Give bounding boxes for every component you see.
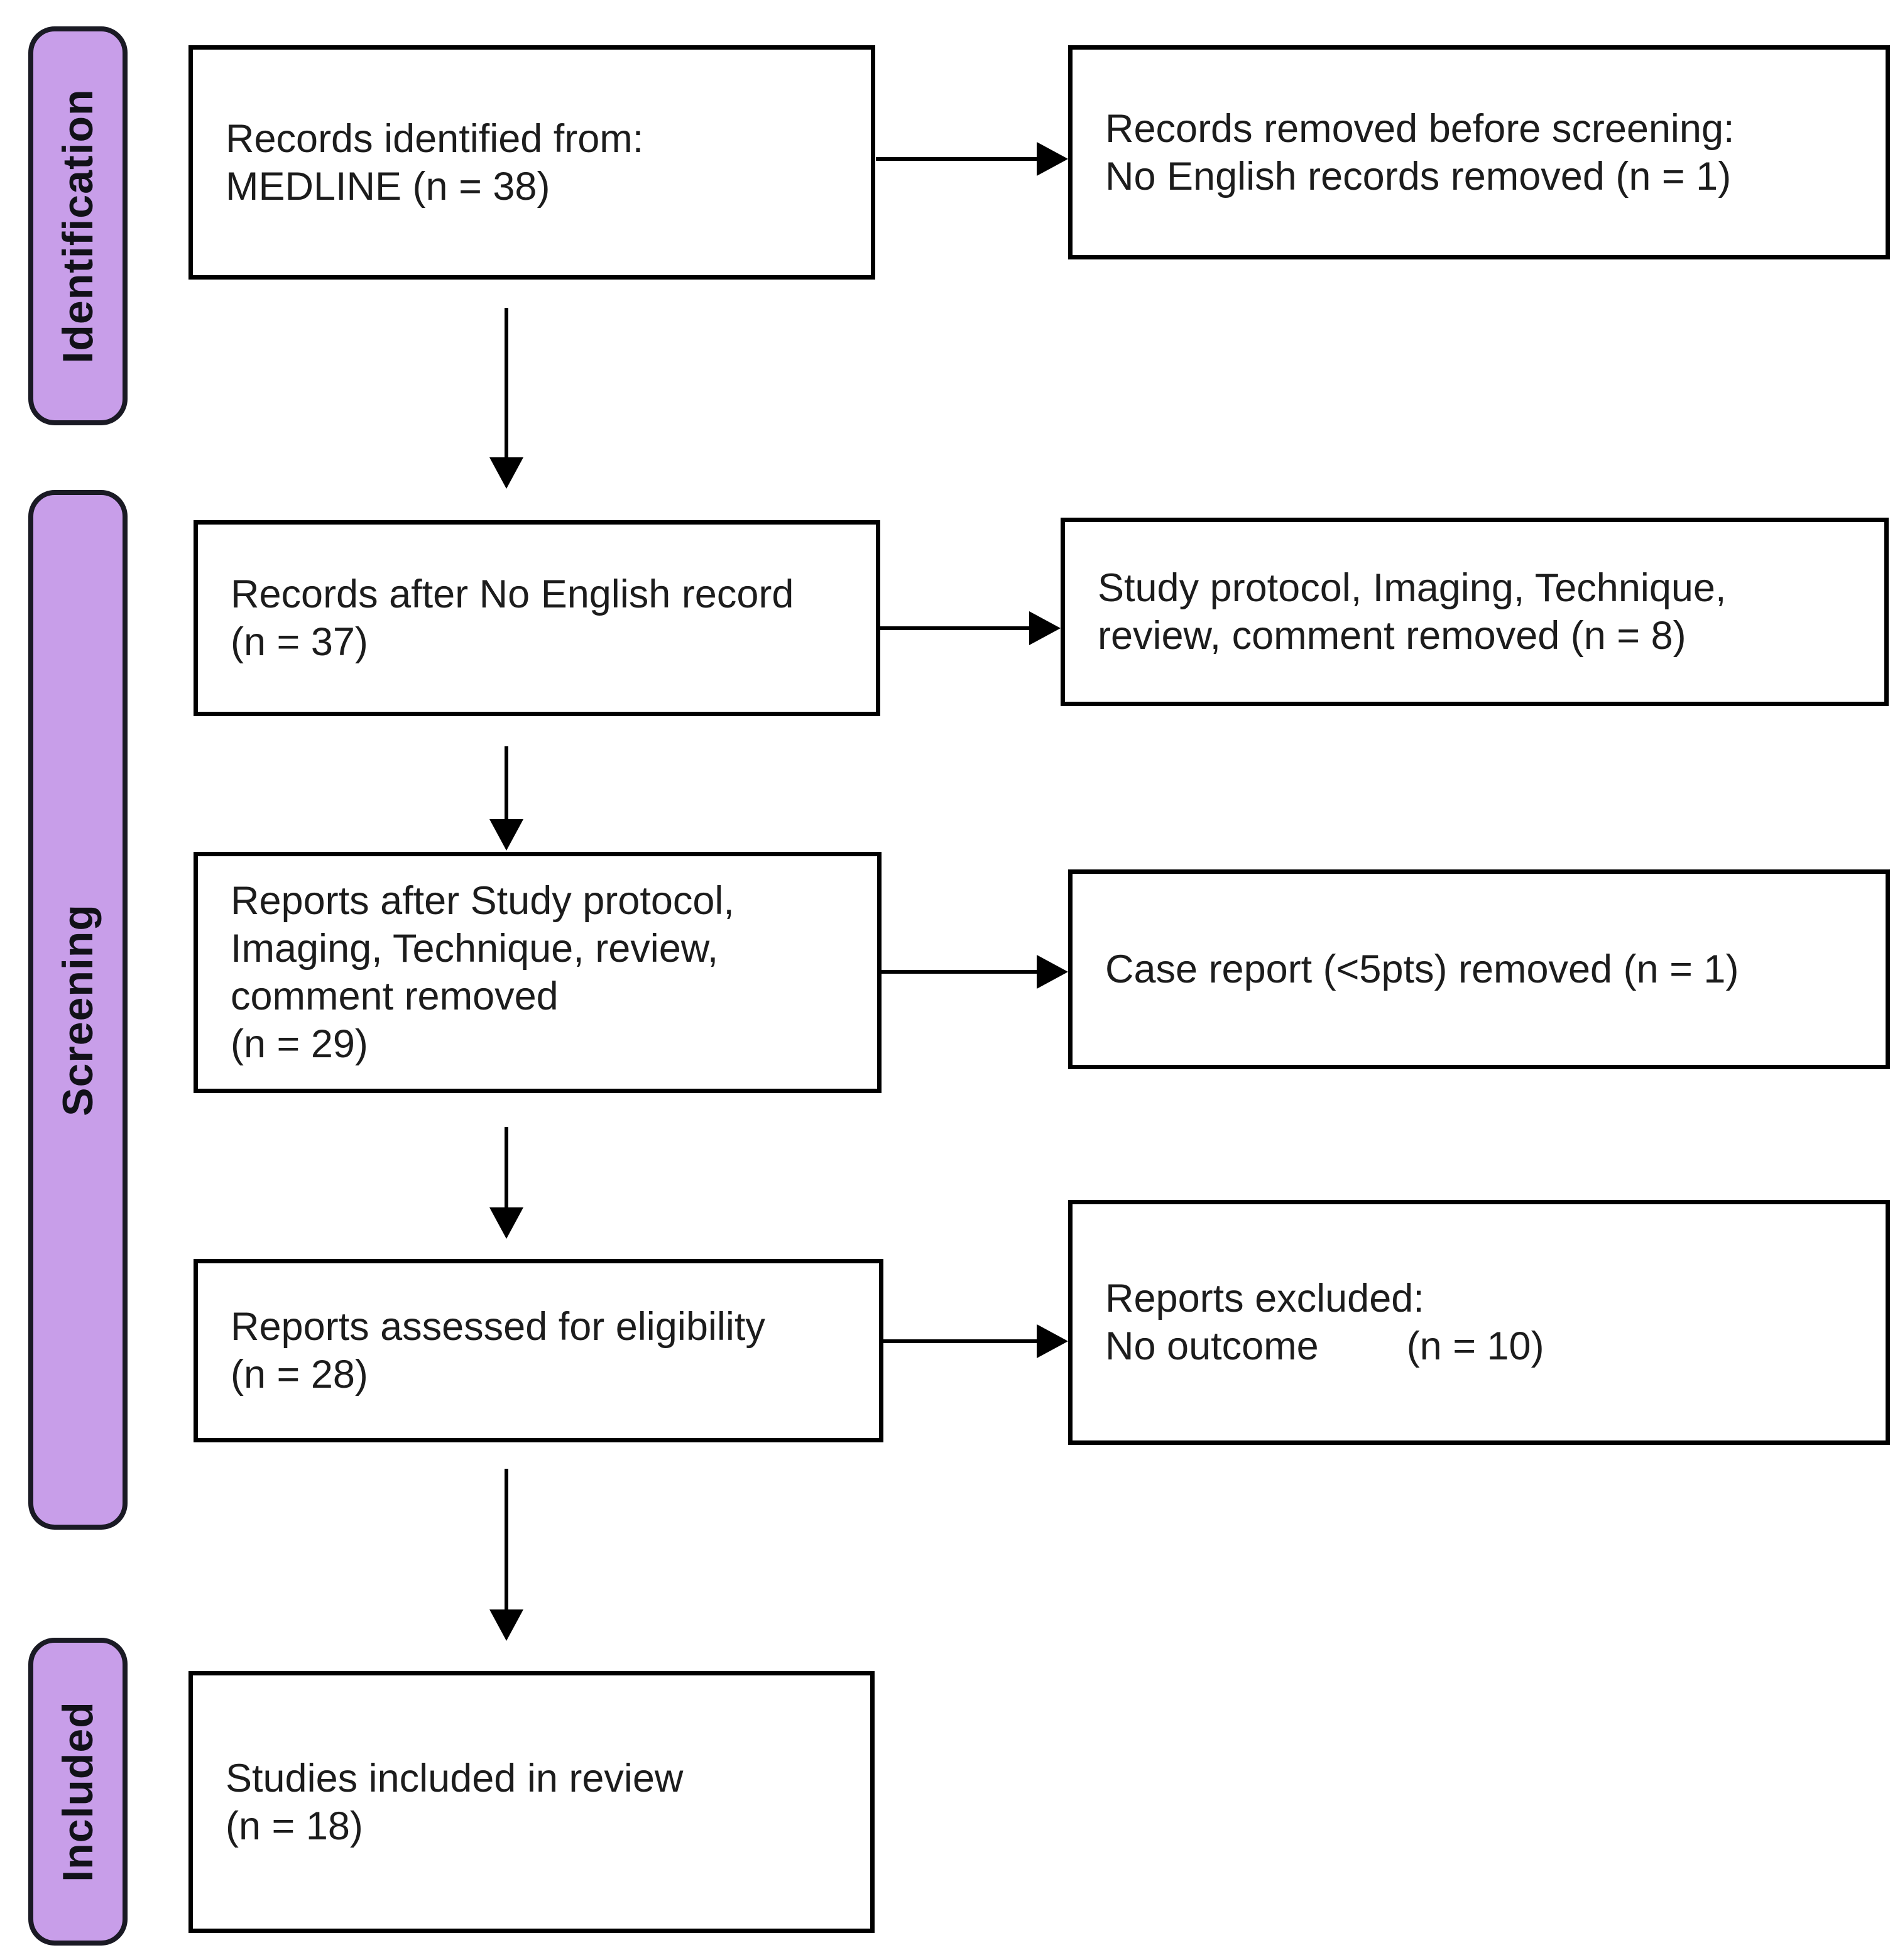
stage-bar-included: Included xyxy=(28,1638,128,1946)
box-text-line: Reports assessed for eligibility xyxy=(231,1305,765,1349)
box-text-line: Records identified from: xyxy=(226,116,644,161)
box-text-line: No outcome (n = 10) xyxy=(1105,1324,1544,1368)
box-text-line: No English records removed (n = 1) xyxy=(1105,154,1732,199)
box-text-line: review, comment removed (n = 8) xyxy=(1098,614,1686,658)
box-text-line: Studies included in review xyxy=(226,1756,684,1800)
arrow-line-down-1 xyxy=(505,308,508,459)
arrowhead-down-icon xyxy=(489,819,523,851)
box-text-line: (n = 18) xyxy=(226,1804,363,1848)
box-text-line: MEDLINE (n = 38) xyxy=(226,164,550,209)
box-text-line: comment removed xyxy=(231,974,559,1018)
arrowhead-down-icon xyxy=(489,1207,523,1239)
box-reports-after-removal: Reports after Study protocol, Imaging, T… xyxy=(194,852,882,1093)
arrowhead-down-icon xyxy=(489,457,523,489)
box-text-line: Reports after Study protocol, xyxy=(231,879,734,923)
box-records-removed-before-screening: Records removed before screening: No Eng… xyxy=(1068,45,1890,259)
stage-label-included: Included xyxy=(54,1701,102,1882)
box-text-line: Study protocol, Imaging, Technique, xyxy=(1098,566,1727,610)
arrow-line-down-2 xyxy=(505,746,508,820)
stage-label-identification: Identification xyxy=(54,88,102,364)
box-text-line: Case report (<5pts) removed (n = 1) xyxy=(1105,947,1739,991)
arrow-line-right-2 xyxy=(878,626,1037,630)
arrowhead-right-icon xyxy=(1037,1324,1068,1358)
box-text-line: Imaging, Technique, review, xyxy=(231,927,719,971)
box-text-line: Records after No English record xyxy=(231,572,794,616)
box-records-after-no-english: Records after No English record (n = 37) xyxy=(194,520,880,716)
arrow-line-right-1 xyxy=(876,157,1037,161)
stage-bar-identification: Identification xyxy=(28,26,128,425)
arrow-line-down-4 xyxy=(505,1469,508,1611)
stage-bar-screening: Screening xyxy=(28,490,128,1530)
box-studies-included: Studies included in review (n = 18) xyxy=(188,1671,875,1933)
arrowhead-right-icon xyxy=(1037,955,1068,989)
box-text-line: (n = 29) xyxy=(231,1022,368,1066)
arrowhead-right-icon xyxy=(1037,142,1068,176)
box-text-line: Reports excluded: xyxy=(1105,1277,1424,1320)
arrow-line-right-4 xyxy=(882,1339,1037,1343)
arrowhead-right-icon xyxy=(1029,611,1061,645)
box-text-line: (n = 28) xyxy=(231,1353,368,1396)
box-records-identified: Records identified from: MEDLINE (n = 38… xyxy=(188,45,875,280)
box-study-protocol-removed: Study protocol, Imaging, Technique, revi… xyxy=(1061,518,1889,706)
box-case-report-removed: Case report (<5pts) removed (n = 1) xyxy=(1068,869,1890,1069)
arrowhead-down-icon xyxy=(489,1609,523,1641)
arrow-line-down-3 xyxy=(505,1127,508,1209)
stage-label-screening: Screening xyxy=(54,903,102,1116)
box-reports-assessed: Reports assessed for eligibility (n = 28… xyxy=(194,1259,883,1442)
box-text-line: Records removed before screening: xyxy=(1105,106,1735,151)
box-reports-excluded: Reports excluded: No outcome (n = 10) xyxy=(1068,1200,1890,1445)
arrow-line-right-3 xyxy=(880,970,1037,974)
box-text-line: (n = 37) xyxy=(231,620,368,664)
